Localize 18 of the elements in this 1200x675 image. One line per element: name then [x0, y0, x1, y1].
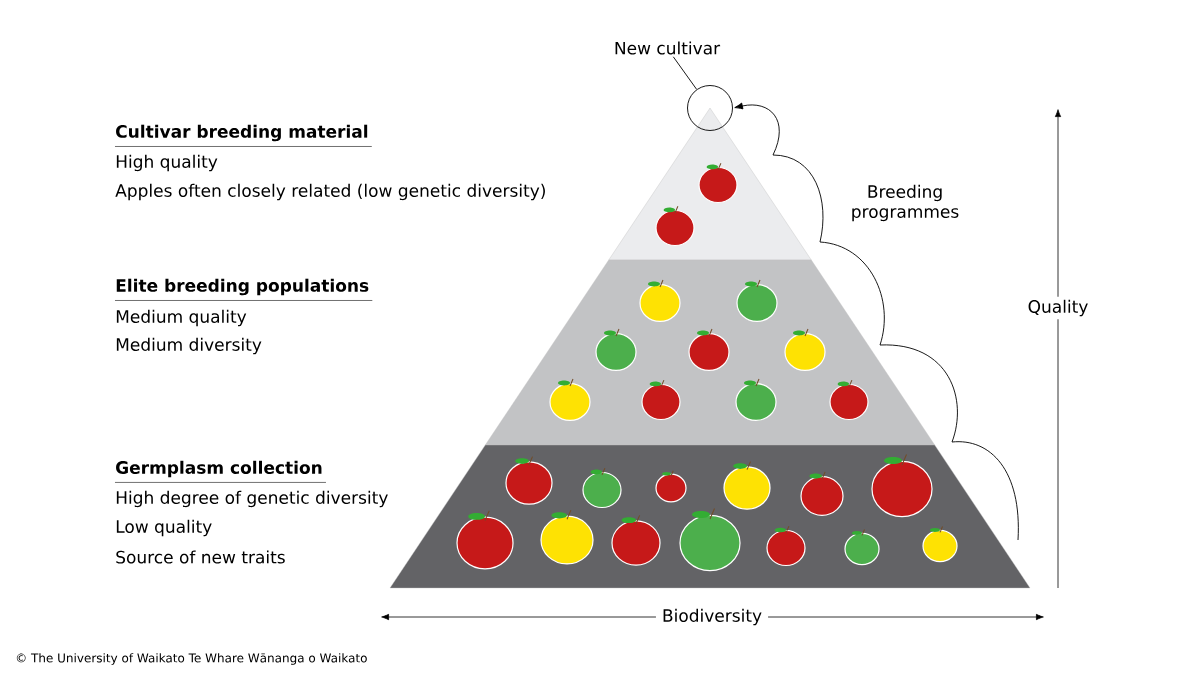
description-text: Medium quality — [116, 309, 247, 327]
description-text: Medium diversity — [116, 337, 262, 355]
heading: Germplasm collection — [114, 460, 327, 483]
description-text: Low quality — [116, 519, 212, 537]
curved-arrow — [734, 102, 1019, 541]
node-label: New cultivar — [615, 41, 721, 55]
credit-text: © The University of Waikato Te Whare Wānanga o Waikato — [16, 653, 367, 665]
axis-label: Biodiversity — [655, 602, 769, 632]
apex-circle — [687, 85, 733, 131]
description-text: Source of new traits — [116, 550, 285, 564]
heading: Elite breeding populations — [114, 278, 373, 301]
axis-label: Quality — [1024, 296, 1092, 320]
description-text: High degree of genetic diversity — [116, 490, 388, 508]
heading: Cultivar breeding material — [114, 124, 373, 147]
edge-label: Breeding programmes — [852, 184, 959, 222]
description-text: Apples often closely related (low genetic diversity) — [115, 183, 545, 201]
description-text: High quality — [116, 154, 218, 172]
leader-line — [672, 56, 698, 90]
